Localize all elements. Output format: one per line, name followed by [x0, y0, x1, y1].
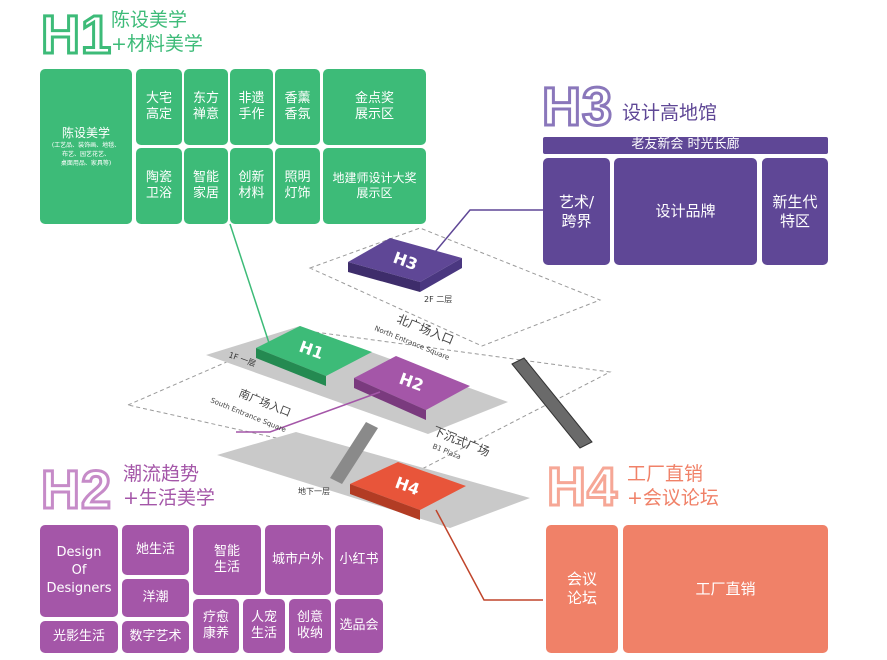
- h1-title-line1: 陈设美学: [111, 9, 188, 31]
- h4-title-line2: +会议论坛: [627, 487, 719, 509]
- h3-block-side-r: [420, 258, 462, 292]
- h3-banner: 老友新会 时光长廊: [543, 137, 828, 154]
- h3-title: 设计高地馆: [622, 102, 718, 124]
- h1-item-dazhai: 大宅 高定: [136, 69, 182, 145]
- h1-block-top: [256, 326, 372, 376]
- h2-item-zhineng: 智能 生活: [193, 525, 261, 595]
- h2-item-chuangyi: 创意 收纳: [289, 599, 331, 653]
- h1-item-jindian: 金点奖 展示区: [323, 69, 426, 145]
- h2-connector: [236, 391, 381, 433]
- h1-item-feiyi: 非遗 手作: [230, 69, 273, 145]
- h3-item-xinsheng: 新生代 特区: [762, 158, 828, 265]
- h3-block-side: [348, 262, 420, 292]
- floor-2f-label: 2F 二层: [424, 295, 452, 304]
- h1-item-chuangxin: 创新 材料: [230, 148, 273, 224]
- h2-item-chengshi: 城市户外: [265, 525, 331, 595]
- h2-item-renchong: 人宠 生活: [243, 599, 285, 653]
- h4-code: H4: [545, 457, 619, 517]
- floor-2f-outline: [308, 227, 602, 347]
- h2-code: H2: [39, 460, 113, 520]
- h1-main-label: 陈设美学: [61, 125, 110, 140]
- h1-item-taoci: 陶瓷 卫浴: [136, 148, 182, 224]
- h1-item-zhaoming: 照明 灯饰: [275, 148, 320, 224]
- h4-block-side: [350, 484, 420, 520]
- h3-connector: [429, 209, 543, 259]
- h2-block-side: [354, 378, 426, 420]
- h1-item-dongfang: 东方 禅意: [184, 69, 228, 145]
- h4-item-huiyi: 会议 论坛: [546, 525, 618, 653]
- escalator-right: [511, 357, 593, 449]
- h2-item-liaoyu: 疗愈 康养: [193, 599, 239, 653]
- h3-code: H3: [540, 77, 614, 137]
- h1-main-note-3: 桌面用品、家具等): [60, 159, 112, 167]
- h1-item-zhineng: 智能 家居: [184, 148, 228, 224]
- h1-block-side: [256, 348, 326, 386]
- h3-block-top: [348, 238, 462, 282]
- h4-block-top: [350, 462, 466, 510]
- h2-item-tashenghuo: 她生活: [122, 525, 189, 575]
- h1-main-note-2: 布艺、园艺花艺、: [61, 150, 110, 158]
- h1-item-dijianshi: 地建师设计大奖 展示区: [323, 148, 426, 224]
- h1-main-box: 陈设美学 (工艺品、装饰画、地毯、 布艺、园艺花艺、 桌面用品、家具等): [40, 69, 132, 224]
- h2-item-xiaohongshu: 小红书: [335, 525, 383, 595]
- h1-code: H1: [39, 5, 113, 65]
- h4-item-gongchang: 工厂直销: [623, 525, 828, 653]
- h1-main-note-1: (工艺品、装饰画、地毯、: [51, 141, 121, 149]
- h4-connector: [435, 509, 543, 601]
- floor-b1-label: 地下一层: [298, 486, 330, 496]
- h4-title-line1: 工厂直销: [627, 463, 704, 485]
- h1-title-line2: +材料美学: [111, 33, 203, 55]
- h1-connector: [229, 223, 271, 347]
- h2-title-line1: 潮流趋势: [123, 463, 200, 485]
- escalator-left: [330, 422, 378, 484]
- h2-item-yangchao: 洋潮: [122, 579, 189, 617]
- h3-item-yishu: 艺术/ 跨界: [543, 158, 610, 265]
- h2-block-top: [354, 356, 470, 410]
- h2-item-guangying: 光影生活: [40, 621, 118, 653]
- h2-title-line2: +生活美学: [123, 487, 215, 509]
- h3-item-sheji: 设计品牌: [614, 158, 757, 265]
- h2-item-xuanpin: 选品会: [335, 599, 383, 653]
- h2-item-dod: Design Of Designers: [40, 525, 118, 617]
- h1-item-xiangxun: 香薰 香氛: [275, 69, 320, 145]
- h2-item-shuzi: 数字艺术: [122, 621, 189, 653]
